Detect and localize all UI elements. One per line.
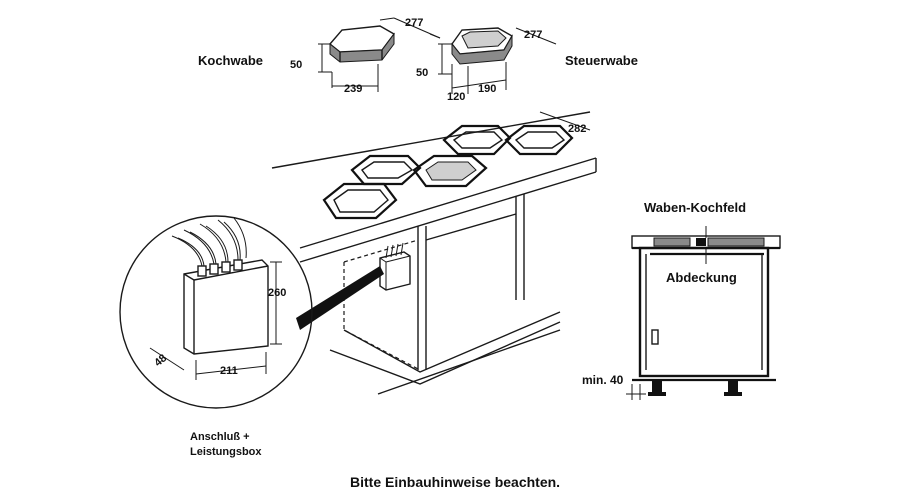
steuerwabe-depth-a-dim: 120 — [447, 91, 465, 103]
kochwabe-depth-dim: 239 — [344, 83, 362, 95]
steuerwabe-height-dim: 50 — [416, 67, 428, 79]
steuerwabe-label: Steuerwabe — [565, 53, 638, 68]
kochwabe-module — [318, 17, 441, 92]
box-height-dim: 260 — [268, 287, 286, 299]
hob-depth-dim: 282 — [568, 123, 586, 135]
min-clearance-label: min. 40 — [582, 373, 624, 387]
kochwabe-width-dim: 277 — [405, 17, 423, 29]
steuerwabe-depth-b-dim: 190 — [478, 83, 496, 95]
worktop — [271, 111, 597, 263]
power-box-small — [379, 242, 411, 291]
cross-section — [626, 226, 781, 400]
callout-wedge — [296, 266, 384, 330]
anschluss-label-line2: Leistungsbox — [190, 446, 262, 458]
box-depth-dim: 48 — [152, 352, 169, 369]
steuerwabe-width-dim: 277 — [524, 29, 542, 41]
box-width-dim: 211 — [220, 365, 238, 377]
kochwabe-label: Kochwabe — [198, 53, 263, 68]
abdeckung-label: Abdeckung — [666, 270, 737, 285]
waben-kochfeld-label: Waben-Kochfeld — [644, 200, 746, 215]
anschluss-label-line1: Anschluß + — [190, 431, 250, 443]
steuerwabe-module — [438, 27, 557, 94]
hex-cutouts — [322, 124, 574, 220]
cabinet — [329, 194, 561, 395]
footer-note: Bitte Einbauhinweise beachten. — [350, 474, 560, 490]
zoom-circle — [119, 215, 313, 409]
kochwabe-height-dim: 50 — [290, 59, 302, 71]
